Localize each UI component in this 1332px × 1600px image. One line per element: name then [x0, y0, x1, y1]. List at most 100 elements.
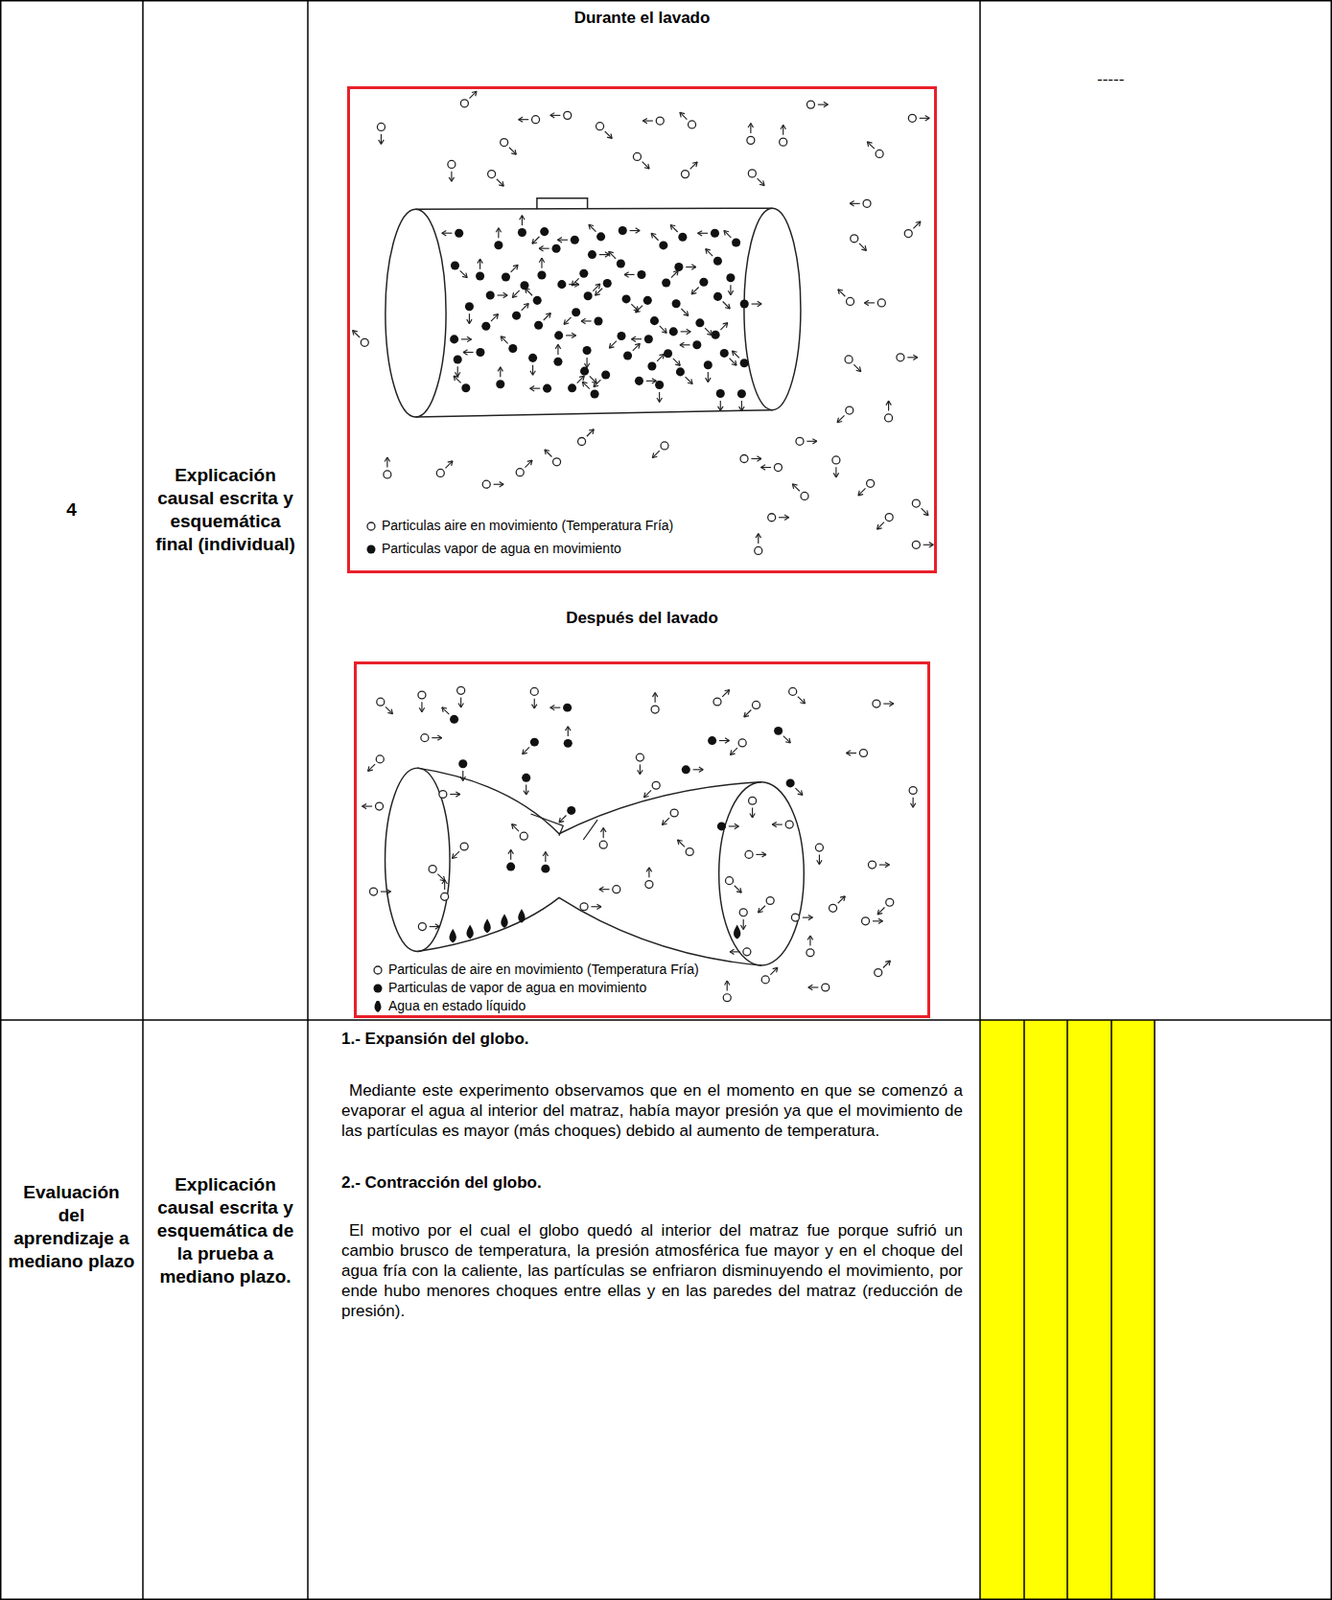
motion-arrow [797, 697, 805, 704]
particle-dot [654, 380, 664, 390]
particle-dot [587, 250, 597, 259]
motion-arrow [545, 313, 551, 315]
water-sample [374, 1001, 382, 1013]
motion-arrow [744, 716, 749, 718]
vapor-particle [458, 759, 468, 781]
air-particle [911, 540, 934, 549]
water-drop [517, 909, 525, 924]
motion-arrow [630, 303, 638, 311]
motion-arrow [586, 429, 594, 437]
motion-arrow [527, 460, 533, 462]
motion-arrow [421, 707, 425, 712]
vapor-particle [676, 367, 693, 384]
legend-row: Agua en estado líquido [372, 997, 526, 1016]
motion-arrow [467, 336, 472, 340]
particle-dot [580, 367, 589, 376]
air-particle [872, 700, 894, 708]
motion-arrow [503, 292, 509, 296]
particle-dot [795, 437, 804, 445]
motion-arrow [512, 290, 519, 298]
particle-dot [647, 361, 656, 371]
particle-dot [578, 438, 586, 446]
particle-dot [634, 376, 644, 386]
motion-arrow [691, 264, 697, 268]
particle-dot [672, 299, 681, 308]
motion-arrow [352, 330, 354, 336]
particle-dot [567, 383, 577, 393]
vapor-particle [563, 726, 573, 748]
motion-arrow [758, 906, 766, 913]
motion-arrow [723, 302, 730, 309]
particle-dot [579, 269, 588, 279]
air-particle [815, 843, 823, 865]
motion-arrow [837, 415, 844, 422]
vapor-particle [786, 778, 803, 795]
motion-arrow [477, 258, 481, 264]
vapor-particle [522, 738, 539, 755]
particle-dot [669, 327, 678, 336]
vapor-particle [669, 327, 691, 336]
particle-dot [603, 279, 612, 288]
motion-arrow [563, 317, 571, 325]
motion-arrow [532, 242, 538, 244]
vapor-particle [528, 353, 538, 375]
particle-dot [465, 302, 474, 311]
particle-dot [519, 280, 529, 290]
particle-dot [707, 736, 717, 746]
air-particle [837, 406, 854, 423]
particle-dot [850, 234, 859, 243]
particle-dot [885, 414, 893, 422]
air-particle [368, 755, 385, 772]
particle-dot [506, 863, 515, 872]
motion-arrow [747, 122, 751, 128]
particle-dot [376, 122, 385, 131]
motion-arrow [749, 813, 753, 818]
motion-arrow [761, 852, 767, 856]
particle-dot [768, 514, 776, 522]
air-particle [635, 753, 644, 775]
motion-arrow [608, 341, 616, 349]
motion-arrow [599, 887, 605, 890]
legend-label: Particulas de vapor de agua en movimient… [388, 980, 647, 996]
motion-arrow [630, 336, 636, 340]
motion-arrow [596, 904, 602, 908]
particle-dot [685, 848, 694, 857]
motion-arrow [595, 288, 603, 296]
legend-sample [365, 520, 377, 533]
motion-arrow [679, 345, 685, 349]
motion-arrow [761, 465, 767, 468]
air-particle [632, 152, 650, 169]
motion-arrow [521, 303, 529, 311]
motion-arrow [534, 704, 538, 709]
vapor-particle [584, 283, 601, 301]
particle-dot [773, 726, 783, 736]
air-particle [441, 880, 449, 902]
motion-arrow [670, 225, 678, 233]
vapor-particle [608, 331, 626, 349]
motion-arrow [724, 738, 730, 742]
vapor-particle [540, 851, 550, 873]
column-line [1110, 1020, 1113, 1600]
particle-dot [844, 355, 853, 364]
air-particle [789, 687, 806, 704]
motion-arrow [925, 116, 931, 119]
diagram-panel: Después del lavadoParticulas de aire en … [353, 607, 931, 1019]
motion-arrow [522, 752, 528, 754]
water-drop [449, 929, 457, 944]
motion-arrow [812, 439, 818, 443]
motion-arrow [677, 840, 679, 845]
motion-arrow [538, 257, 542, 263]
particle-dot [583, 346, 592, 355]
motion-arrow [498, 228, 502, 233]
motion-arrow [823, 104, 829, 108]
particle-dot [436, 468, 444, 477]
motion-arrow [739, 406, 743, 412]
motion-arrow [593, 385, 599, 387]
motion-arrow [659, 397, 663, 402]
vapor-particle [634, 376, 656, 386]
air-particle [661, 809, 678, 825]
motion-arrow [447, 461, 453, 463]
particle-dot [580, 903, 588, 912]
motion-arrow [720, 406, 724, 412]
